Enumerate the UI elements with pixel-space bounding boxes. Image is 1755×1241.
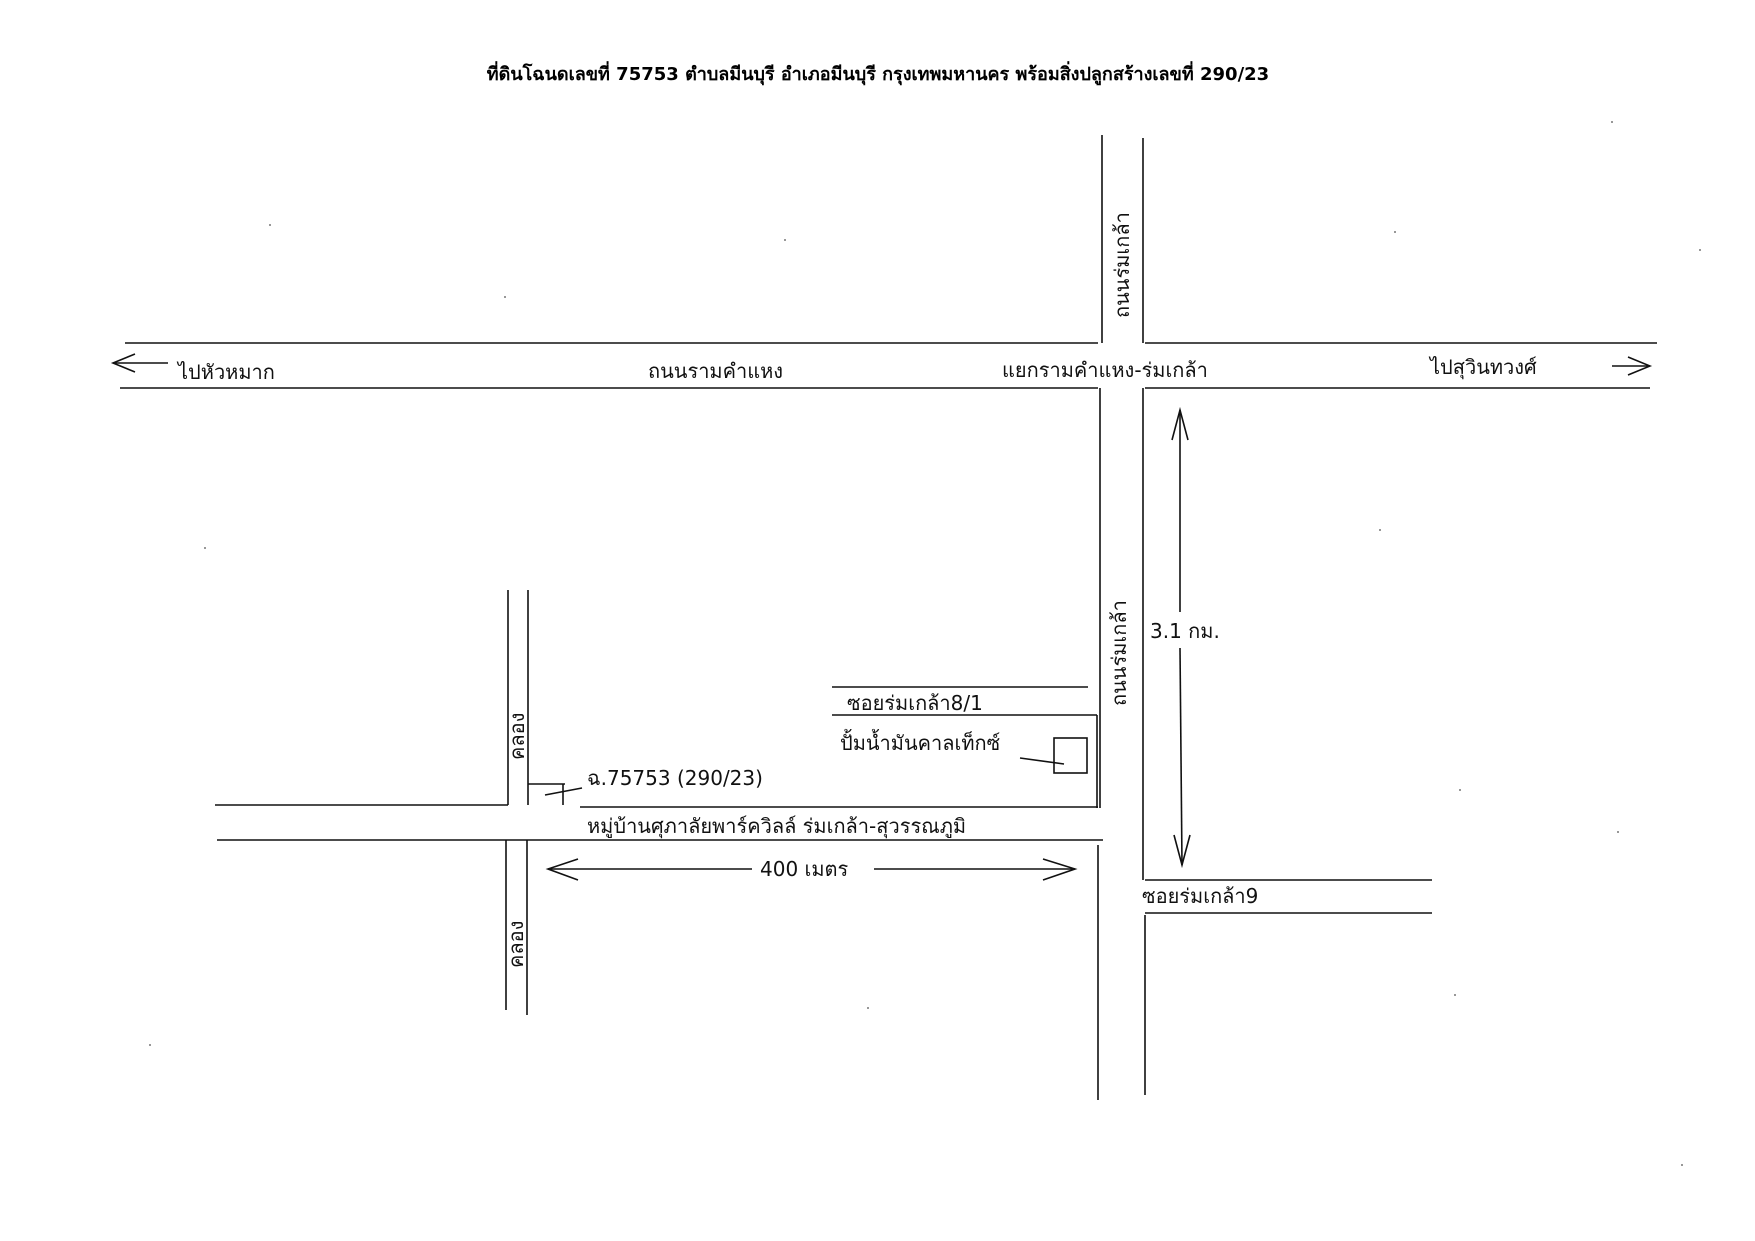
soi-9-label: ซอยร่มเกล้า9 bbox=[1142, 884, 1258, 908]
parcel-label: ฉ.75753 (290/23) bbox=[587, 766, 763, 790]
map-title: ที่ดินโฉนดเลขที่ 75753 ตำบลมีนบุรี อำเภอ… bbox=[487, 61, 1269, 86]
scan-speck bbox=[269, 224, 271, 226]
west-arrow-head-icon bbox=[110, 353, 136, 373]
village-road-label: หมู่บ้านศุภาลัยพาร์ควิลล์ ร่มเกล้า-สุวรร… bbox=[587, 814, 966, 839]
scan-speck bbox=[1379, 529, 1381, 531]
east-direction-label: ไปสุวินทวงศ์ bbox=[1428, 355, 1537, 380]
gas-station-leader-line bbox=[1019, 757, 1065, 765]
romklao-distance-label: 3.1 กม. bbox=[1150, 619, 1220, 643]
scan-speck bbox=[1681, 1164, 1683, 1166]
ramkhamhaeng-road-label: ถนนรามคำแหง bbox=[648, 359, 783, 383]
scan-speck bbox=[1611, 121, 1613, 123]
scan-speck bbox=[1699, 249, 1701, 251]
west-direction-label: ไปหัวหมาก bbox=[176, 360, 275, 384]
scan-speck bbox=[784, 239, 786, 241]
canal-label-lower: คลอง bbox=[504, 921, 528, 968]
romklao-road-label-south: ถนนร่มเกล้า bbox=[1107, 600, 1131, 706]
parcel-leader-line bbox=[544, 787, 583, 796]
scan-speck bbox=[1454, 994, 1456, 996]
distance-arrow-lower bbox=[1179, 647, 1183, 866]
distance-arrow-top-head-icon bbox=[1171, 406, 1189, 441]
distance-arrow-bottom-head-icon bbox=[1173, 834, 1191, 869]
intersection-label: แยกรามคำแหง-ร่มเกล้า bbox=[1002, 358, 1208, 382]
east-arrow-head-icon bbox=[1627, 356, 1653, 376]
scan-speck bbox=[1459, 789, 1461, 791]
scan-speck bbox=[504, 296, 506, 298]
romklao-road-label-north: ถนนร่มเกล้า bbox=[1110, 212, 1134, 318]
scan-speck bbox=[149, 1044, 151, 1046]
scan-speck bbox=[1617, 831, 1619, 833]
scan-speck bbox=[1394, 231, 1396, 233]
village-distance-left-head-icon bbox=[545, 858, 579, 881]
scan-speck bbox=[867, 1007, 869, 1009]
soi-8-1-label: ซอยร่มเกล้า8/1 bbox=[847, 691, 983, 715]
village-distance-label: 400 เมตร bbox=[760, 857, 849, 881]
gas-station-label: ปั้มน้ำมันคาลเท็กซ์ bbox=[840, 729, 1000, 755]
scan-speck bbox=[204, 547, 206, 549]
village-distance-right-head-icon bbox=[1042, 858, 1078, 881]
gas-station-marker bbox=[1053, 737, 1088, 774]
canal-label-upper: คลอง bbox=[505, 713, 529, 760]
